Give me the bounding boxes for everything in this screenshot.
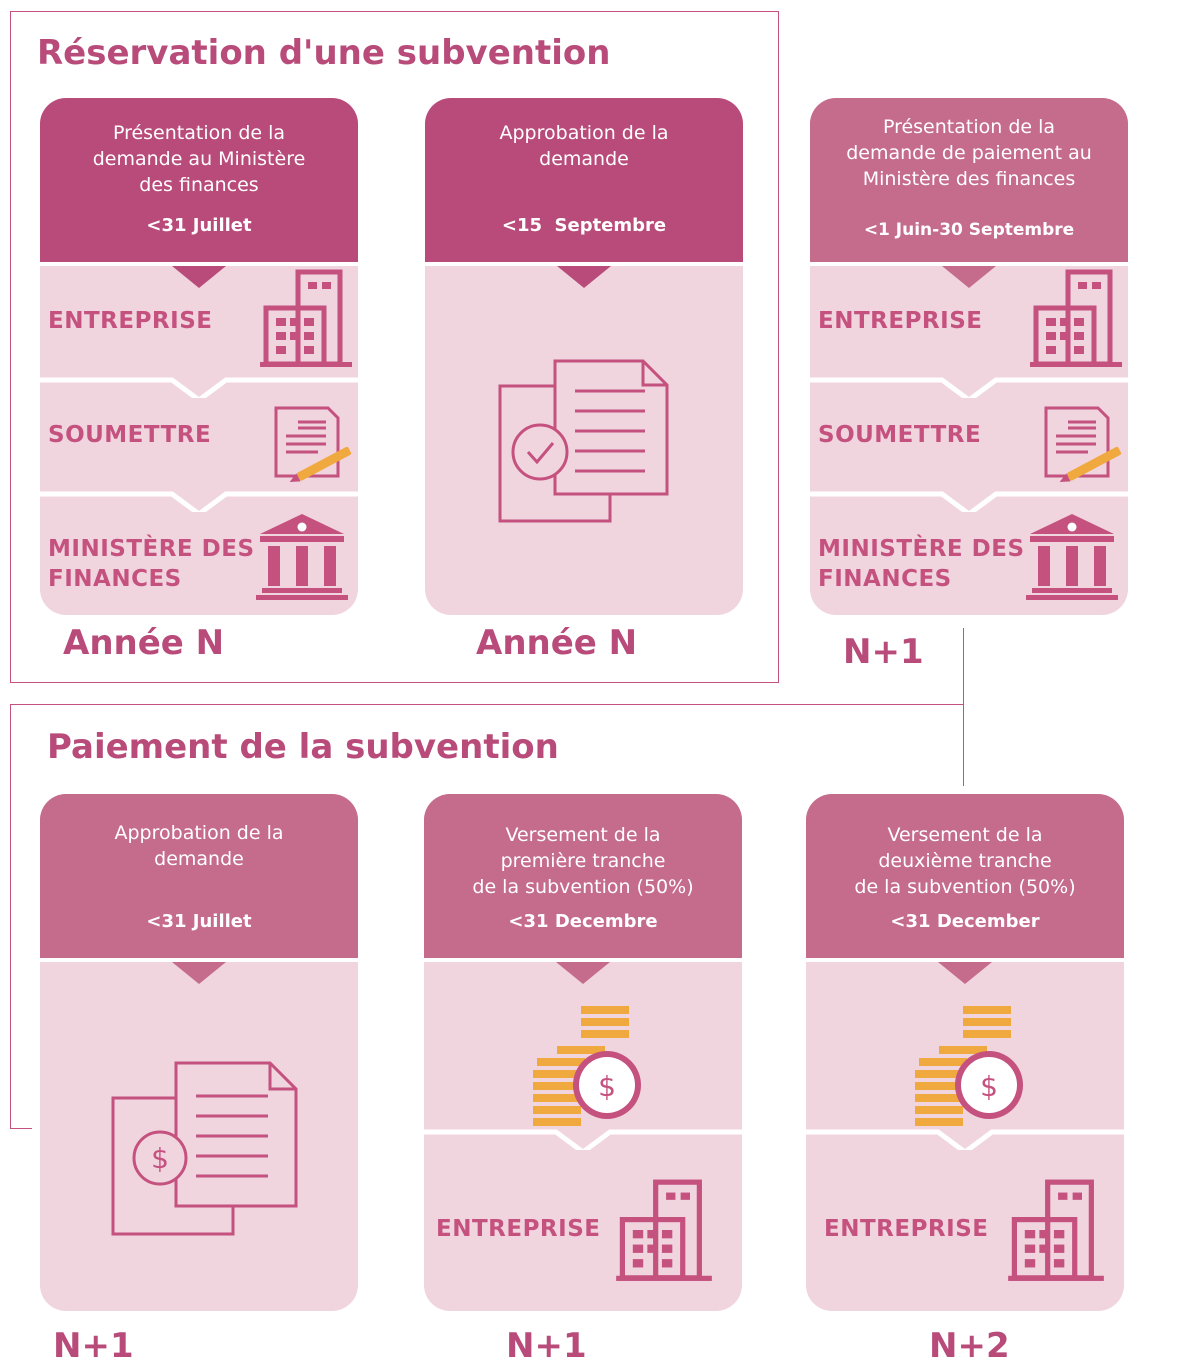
card-header: Versement de la deuxième tranche de la s… bbox=[806, 794, 1124, 960]
card-second-installment: Versement de la deuxième tranche de la s… bbox=[806, 794, 1124, 1311]
step-label-entreprise: ENTREPRISE bbox=[824, 1216, 989, 1242]
reservation-frame-bottom bbox=[10, 682, 779, 683]
card-header: Présentation de la demande de paiement a… bbox=[810, 98, 1128, 264]
header-line: Versement de la bbox=[887, 824, 1043, 846]
step-divider bbox=[810, 377, 1128, 398]
dollar-documents-icon: $ bbox=[111, 1061, 298, 1236]
step-divider bbox=[810, 491, 1128, 512]
header-pointer bbox=[938, 962, 992, 984]
year-label: N+1 bbox=[53, 1326, 134, 1366]
payment-section-title: Paiement de la subvention bbox=[47, 727, 559, 767]
deadline-date: <15 Septembre bbox=[501, 215, 667, 236]
building-icon bbox=[260, 269, 352, 367]
card-payment-approval: Approbation de la demande <31 Juillet $ bbox=[40, 794, 358, 1311]
card-reservation-submission: Présentation de la demande au Ministère … bbox=[40, 98, 358, 615]
header-line: Présentation de la bbox=[882, 116, 1056, 138]
svg-text:$: $ bbox=[598, 1070, 616, 1103]
approved-documents-icon bbox=[498, 359, 669, 523]
header-pointer bbox=[557, 266, 611, 288]
step-divider bbox=[425, 262, 743, 280]
payment-frame-vertical-right bbox=[963, 628, 964, 786]
reservation-section-title: Réservation d'une subvention bbox=[37, 33, 611, 73]
reservation-frame-left bbox=[10, 11, 11, 683]
building-icon bbox=[616, 1179, 712, 1281]
signed-document-icon bbox=[1044, 406, 1122, 482]
coins-icon: $ bbox=[915, 1006, 1023, 1126]
deadline-date: <1 Juin-30 Septembre bbox=[863, 220, 1075, 240]
header-line: de la subvention (50%) bbox=[854, 876, 1076, 898]
step-label-ministere: MINISTÈRE DES FINANCES bbox=[818, 536, 1025, 592]
bank-icon bbox=[1026, 514, 1118, 600]
year-label: Année N bbox=[476, 623, 638, 663]
card-first-installment: Versement de la première tranche de la s… bbox=[424, 794, 742, 1311]
deadline-date: <31 Juillet bbox=[146, 215, 252, 236]
header-pointer bbox=[172, 962, 226, 984]
step-divider bbox=[424, 1129, 742, 1150]
step-label-soumettre: SOUMETTRE bbox=[818, 422, 982, 448]
step-label-soumettre: SOUMETTRE bbox=[48, 422, 212, 448]
reservation-frame-top bbox=[10, 11, 779, 12]
header-pointer bbox=[556, 962, 610, 984]
step-divider bbox=[810, 262, 1128, 280]
header-line: Approbation de la bbox=[499, 122, 669, 144]
deadline-date: <31 December bbox=[890, 911, 1040, 932]
header-line: première tranche bbox=[500, 850, 666, 872]
step-label-entreprise: ENTREPRISE bbox=[436, 1216, 601, 1242]
header-line: de la subvention (50%) bbox=[472, 876, 694, 898]
building-icon bbox=[1030, 269, 1122, 367]
card-reservation-approval: Approbation de la demande <15 Septembre bbox=[425, 98, 743, 615]
step-divider bbox=[424, 958, 742, 976]
header-line: demande au Ministère bbox=[92, 148, 306, 170]
building-icon bbox=[1008, 1179, 1104, 1281]
step-label-ministere: MINISTÈRE DES FINANCES bbox=[48, 536, 255, 592]
year-label: Année N bbox=[63, 623, 225, 663]
step-divider bbox=[40, 491, 358, 512]
step-divider bbox=[40, 377, 358, 398]
step-divider bbox=[40, 958, 358, 976]
header-line: demande de paiement au bbox=[846, 142, 1092, 164]
card-header: Versement de la première tranche de la s… bbox=[424, 794, 742, 960]
svg-text:$: $ bbox=[151, 1142, 169, 1175]
header-line: deuxième tranche bbox=[878, 850, 1052, 872]
deadline-date: <31 Decembre bbox=[508, 911, 658, 932]
header-pointer bbox=[942, 266, 996, 288]
card-header: Présentation de la demande au Ministère … bbox=[40, 98, 358, 264]
payment-frame-bottom bbox=[10, 1128, 32, 1129]
header-line: des finances bbox=[139, 174, 259, 196]
step-divider bbox=[40, 262, 358, 280]
header-line: Approbation de la bbox=[114, 822, 284, 844]
svg-text:$: $ bbox=[980, 1070, 998, 1103]
year-label: N+1 bbox=[843, 632, 924, 672]
coins-icon: $ bbox=[533, 1006, 641, 1126]
header-line: Versement de la bbox=[505, 824, 661, 846]
header-line: demande bbox=[154, 848, 244, 870]
card-header: Approbation de la demande <15 Septembre bbox=[425, 98, 743, 264]
reservation-frame-right bbox=[778, 11, 779, 683]
header-line: Ministère des finances bbox=[862, 168, 1076, 190]
card-header: Approbation de la demande <31 Juillet bbox=[40, 794, 358, 960]
year-label: N+1 bbox=[506, 1326, 587, 1366]
payment-frame-top bbox=[10, 704, 964, 705]
card-payment-request: Présentation de la demande de paiement a… bbox=[810, 98, 1128, 615]
payment-frame-left bbox=[10, 704, 11, 1129]
bank-icon bbox=[256, 514, 348, 600]
header-line: Présentation de la bbox=[112, 122, 286, 144]
header-line: demande bbox=[539, 148, 629, 170]
step-label-entreprise: ENTREPRISE bbox=[818, 308, 983, 334]
year-label: N+2 bbox=[929, 1326, 1010, 1366]
step-label-entreprise: ENTREPRISE bbox=[48, 308, 213, 334]
signed-document-icon bbox=[274, 406, 352, 482]
step-divider bbox=[806, 958, 1124, 976]
step-divider bbox=[806, 1129, 1124, 1150]
deadline-date: <31 Juillet bbox=[146, 911, 252, 932]
